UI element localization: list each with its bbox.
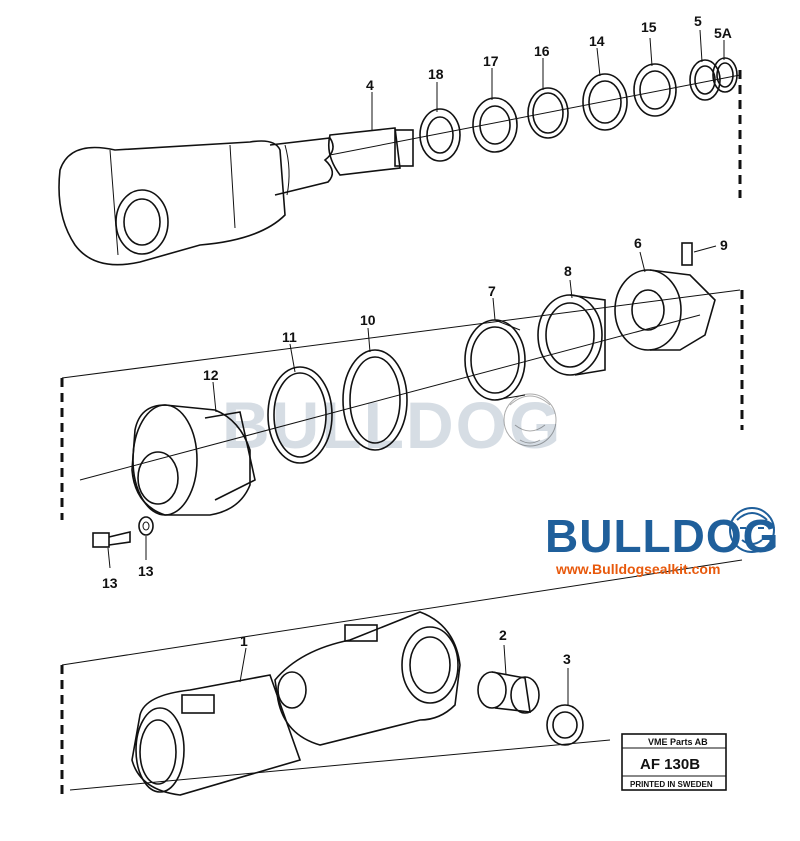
callout-13: 14: [589, 33, 605, 49]
part-18-washer: [138, 516, 154, 536]
part-5-seal: [689, 59, 721, 101]
callout-labels: 4 18 17 16 14 15 5 5A 6 9 8 7 10 11 12 1…: [102, 13, 732, 667]
callout-18: 13: [138, 563, 154, 579]
callout-2: 2: [499, 627, 507, 643]
callout-6: 6: [634, 235, 642, 251]
callout-11: 10: [360, 312, 376, 328]
bulldog-mascot-icon: [729, 507, 775, 553]
cylinder-head-assembly: [79, 242, 716, 548]
callout-8: 8: [564, 263, 572, 279]
part-16-wiper: [419, 108, 461, 162]
callout-3: 3: [563, 651, 571, 667]
part-9-set-screw: [681, 242, 693, 266]
part-6-piston: [614, 269, 716, 351]
part-1-cylinder-tube: [131, 674, 302, 796]
callout-leaders: [107, 29, 725, 705]
callout-5: 5: [694, 13, 702, 29]
part-8-bushing: [537, 294, 606, 376]
part-3-wiper-ring: [546, 704, 584, 746]
brand-name: BULLDOG: [545, 510, 779, 562]
part-12-o-ring: [267, 366, 333, 464]
part-13-guide-ring: [582, 73, 628, 131]
callout-13-b: 15: [641, 19, 657, 35]
callout-7: 7: [488, 283, 496, 299]
panel-frames: [60, 70, 744, 800]
watermark: BULLDOG: [222, 388, 562, 462]
part-5a-seal: [712, 57, 738, 93]
callout-9: 9: [720, 237, 728, 253]
manufacturer-stamp: VME Parts AB AF 130B PRINTED IN SWEDEN: [621, 733, 727, 791]
watermark-bulldog-mascot: [503, 393, 557, 447]
callout-10: 12: [203, 367, 219, 383]
part-13-guide-ring-2: [633, 63, 677, 117]
part-11-backup-ring: [342, 349, 408, 451]
callout-4: 4: [366, 77, 374, 93]
callout-17: 13: [102, 575, 118, 591]
part-17-bolt: [92, 530, 131, 548]
cylinder-tube-assembly: [69, 611, 611, 796]
brand-logo: BULLDOG www.Bulldogsealkit.com: [545, 507, 779, 577]
callout-1: 1: [240, 633, 248, 649]
part-14-ring: [527, 87, 569, 139]
callout-5a: 5A: [714, 25, 732, 41]
watermark-text: BULLDOG: [222, 388, 562, 462]
stamp-company: VME Parts AB: [648, 737, 708, 747]
part-10-cylinder-head: [131, 404, 256, 516]
callout-16: 18: [428, 66, 444, 82]
cylinder-bottom-body: [274, 611, 461, 746]
piston-rod-assembly: [58, 57, 741, 266]
stamp-printed: PRINTED IN SWEDEN: [630, 780, 713, 789]
part-15-seal: [472, 97, 518, 153]
brand-url: www.Bulldogsealkit.com: [555, 561, 720, 577]
callout-12: 11: [282, 329, 297, 345]
part-2-bushing: [477, 671, 540, 714]
callout-15: 17: [483, 53, 499, 69]
stamp-code: AF 130B: [640, 756, 700, 773]
callout-14: 16: [534, 43, 550, 59]
